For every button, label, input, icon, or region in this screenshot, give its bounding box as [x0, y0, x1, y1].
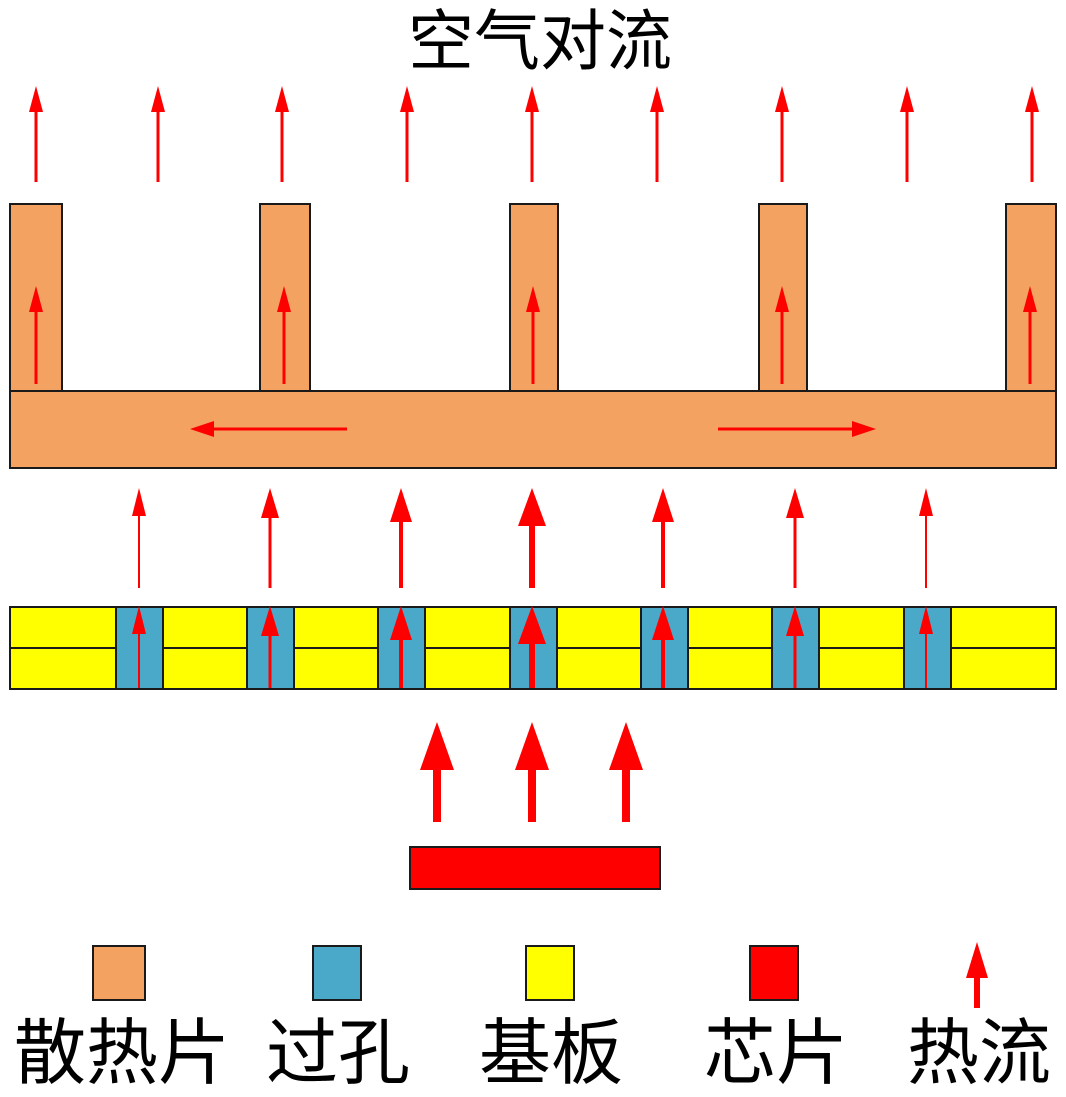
heat-flow-arrow — [515, 722, 549, 822]
heat-flow-arrow — [652, 488, 674, 588]
heat-flow-arrow — [132, 606, 146, 688]
heat-flow-arrow — [786, 488, 804, 588]
heat-flow-arrow — [1023, 286, 1037, 384]
heat-flow-arrow — [420, 722, 454, 822]
chip — [409, 846, 661, 890]
legend-swatch-heatsink — [92, 945, 146, 1001]
legend: 散热片 过孔 基板 芯片 热流 — [14, 942, 1051, 1095]
heat-flow-arrow — [190, 421, 347, 437]
heat-flow-arrow — [151, 86, 165, 182]
heat-flow-arrow — [518, 488, 546, 588]
heat-flow-arrow — [390, 488, 412, 588]
heat-flow-arrow — [277, 286, 291, 384]
heat-flow-arrow — [400, 86, 414, 182]
legend-swatch-substrate — [525, 945, 575, 1001]
heat-flow-arrow — [29, 86, 43, 182]
legend-label-chip: 芯片 — [704, 1011, 848, 1095]
legend-label-substrate: 基板 — [479, 1011, 623, 1095]
heat-flow-arrow — [786, 606, 804, 688]
heat-flow-arrow — [650, 86, 664, 182]
heatsink — [9, 203, 1057, 469]
legend-label-heat-flow: 热流 — [907, 1011, 1051, 1095]
heat-flow-arrow — [261, 606, 279, 688]
heat-flow-arrow — [132, 488, 146, 588]
heat-flow-arrow — [775, 286, 789, 384]
heat-flow-arrow — [390, 606, 412, 688]
heat-flow-arrow — [900, 86, 914, 182]
legend-heat-flow-icon — [966, 942, 988, 1008]
heat-flow-arrow — [775, 86, 789, 182]
legend-swatch-via — [312, 945, 362, 1001]
heat-flow-arrow — [1025, 86, 1039, 182]
heat-flow-arrow — [526, 286, 540, 384]
heat-flow-arrows — [29, 86, 1039, 822]
legend-label-via: 过孔 — [266, 1011, 410, 1095]
heatsink-base — [9, 390, 1057, 469]
heat-flow-arrow — [525, 86, 539, 182]
diagram-title: 空气对流 — [408, 3, 672, 80]
legend-swatch-chip — [749, 945, 799, 1001]
heat-flow-arrow — [919, 488, 933, 588]
heat-flow-arrow — [652, 606, 674, 688]
heat-flow-arrow — [518, 606, 546, 688]
heat-flow-arrow — [275, 86, 289, 182]
heat-flow-arrow — [261, 488, 279, 588]
heat-flow-arrow — [919, 606, 933, 688]
heat-flow-arrow — [29, 286, 43, 384]
heat-flow-arrow — [718, 421, 876, 437]
heat-flow-arrow — [609, 722, 643, 822]
legend-label-heatsink: 散热片 — [14, 1011, 230, 1095]
